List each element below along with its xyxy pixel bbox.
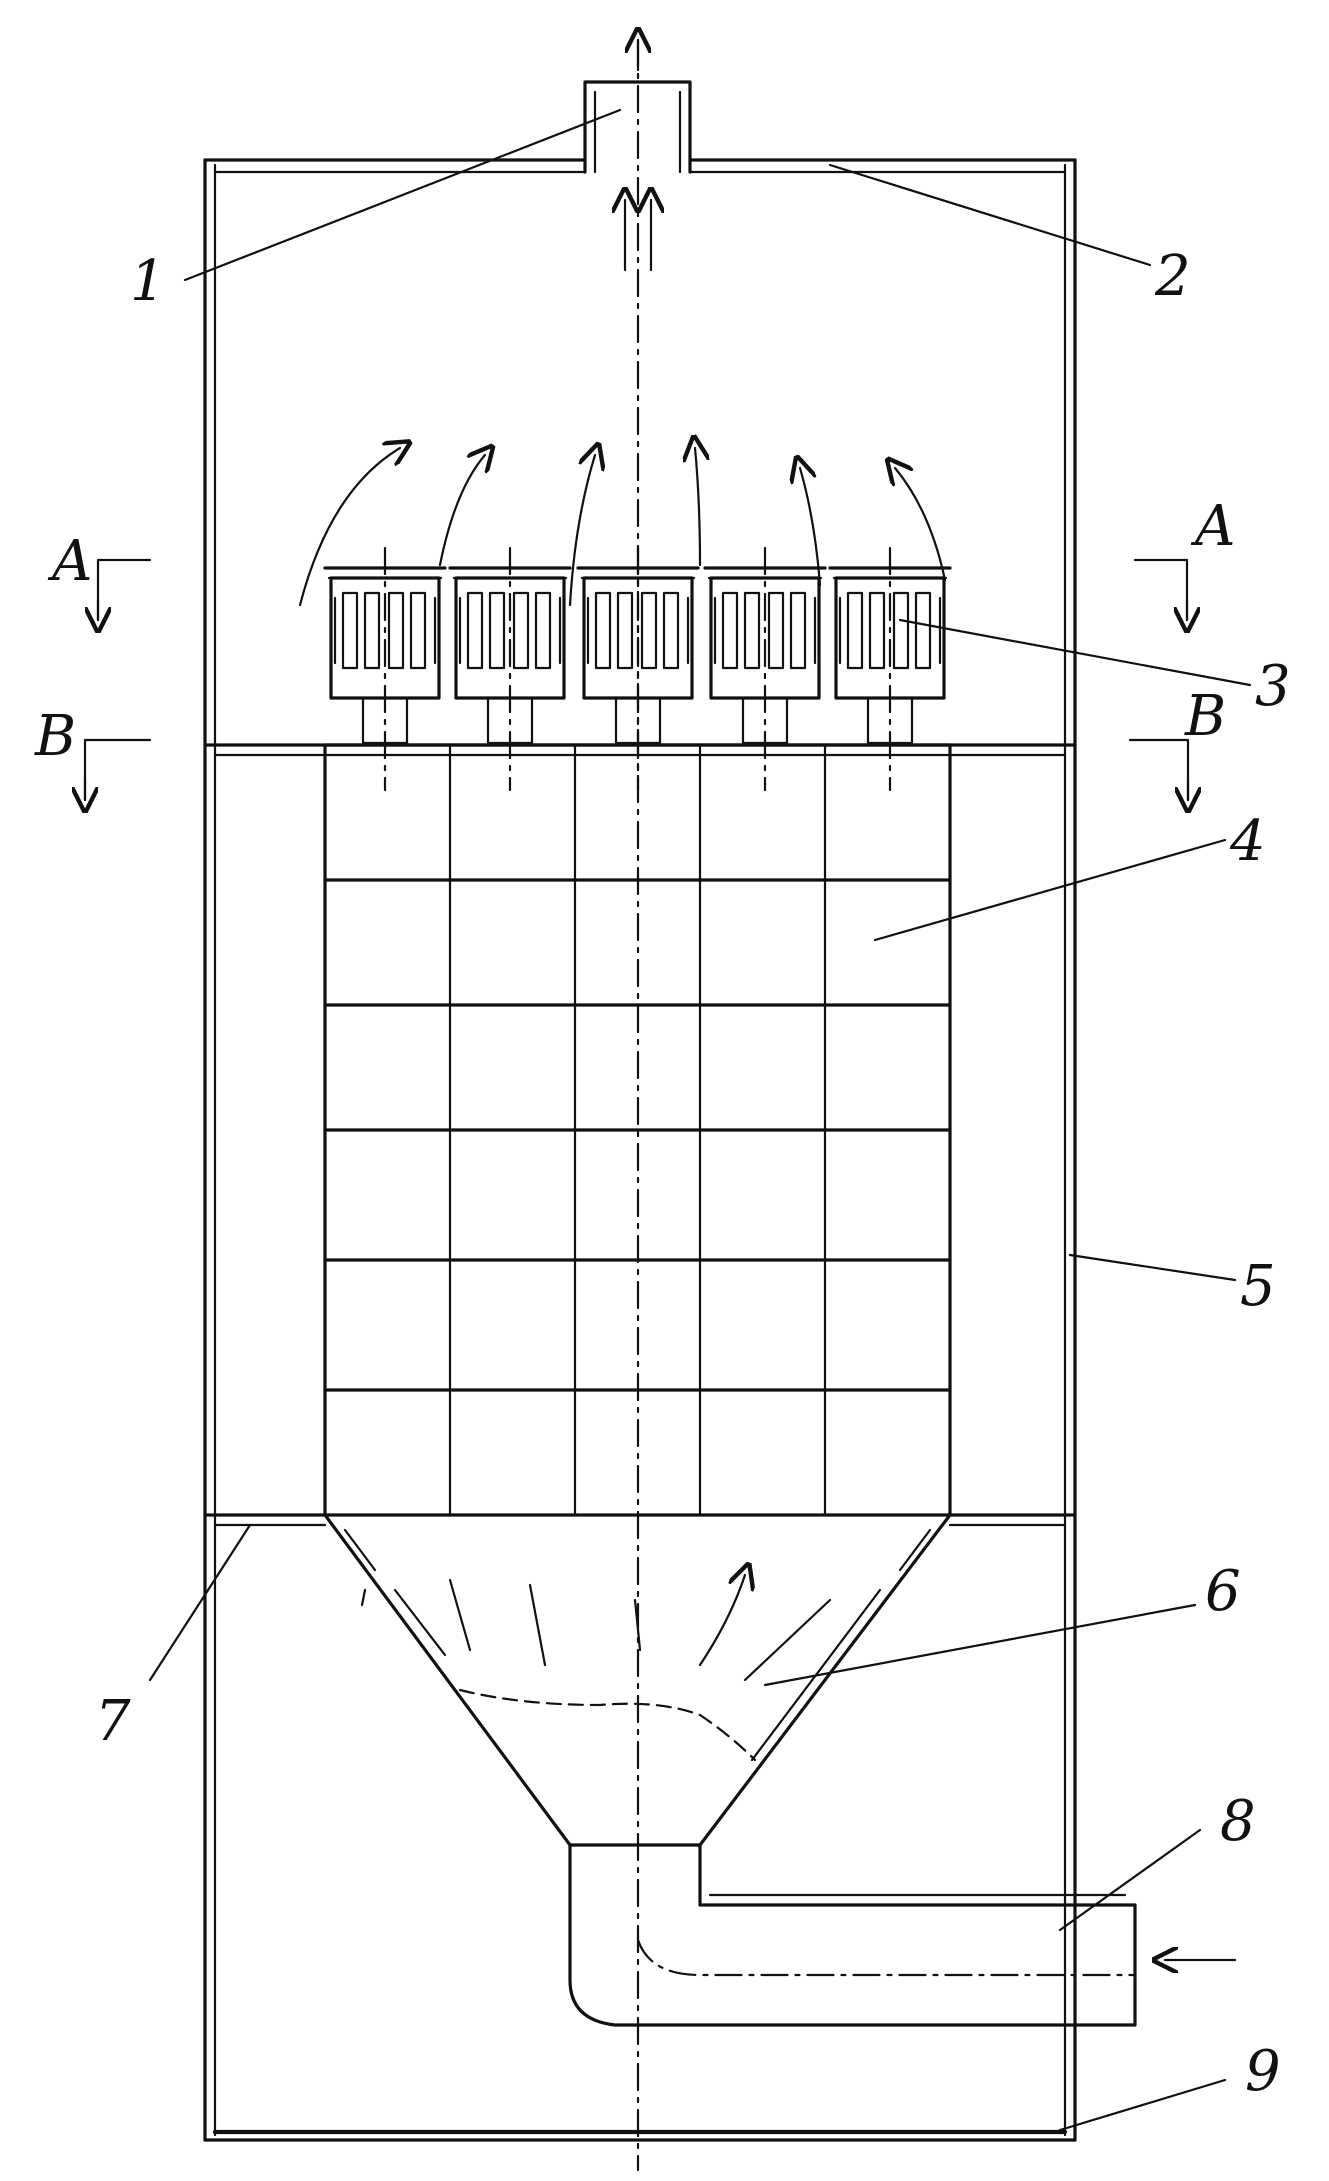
- filter-module-grid: [323, 743, 952, 1517]
- label-5: 5: [1240, 1254, 1276, 1319]
- label-1: 1: [130, 249, 166, 314]
- label-9: 9: [1245, 2039, 1281, 2104]
- filter-cap: [448, 546, 572, 792]
- hopper: [323, 1513, 952, 1847]
- label-6: 6: [1205, 1559, 1241, 1624]
- label-8: 8: [1220, 1789, 1256, 1854]
- label-2: 2: [1154, 244, 1191, 309]
- upward-flow-arrows: [298, 448, 947, 607]
- section-markers: [85, 558, 1188, 800]
- filter-cap: [576, 546, 700, 792]
- filter-cap: [703, 546, 827, 792]
- filter-cap: [323, 546, 447, 792]
- outlet-pipe: [583, 80, 692, 174]
- label-4: 4: [1229, 809, 1266, 874]
- leader-lines: [148, 108, 1252, 2132]
- section-label-a-right: A: [1190, 494, 1235, 559]
- part-labels: 1 2 3 4 5 6 7 8 9 A A B B: [34, 244, 1291, 2104]
- inlet-pipe: [568, 1843, 1237, 2027]
- section-label-b-left: B: [34, 704, 76, 769]
- label-3: 3: [1255, 654, 1291, 719]
- label-7: 7: [95, 1689, 131, 1754]
- outer-shell: [203, 158, 1077, 2142]
- section-label-a-left: A: [47, 529, 92, 594]
- filter-caps-row: [323, 546, 952, 792]
- filter-cap: [828, 546, 952, 792]
- lower-partition-plate: [203, 1513, 1077, 1527]
- section-label-b-right: B: [1184, 684, 1226, 749]
